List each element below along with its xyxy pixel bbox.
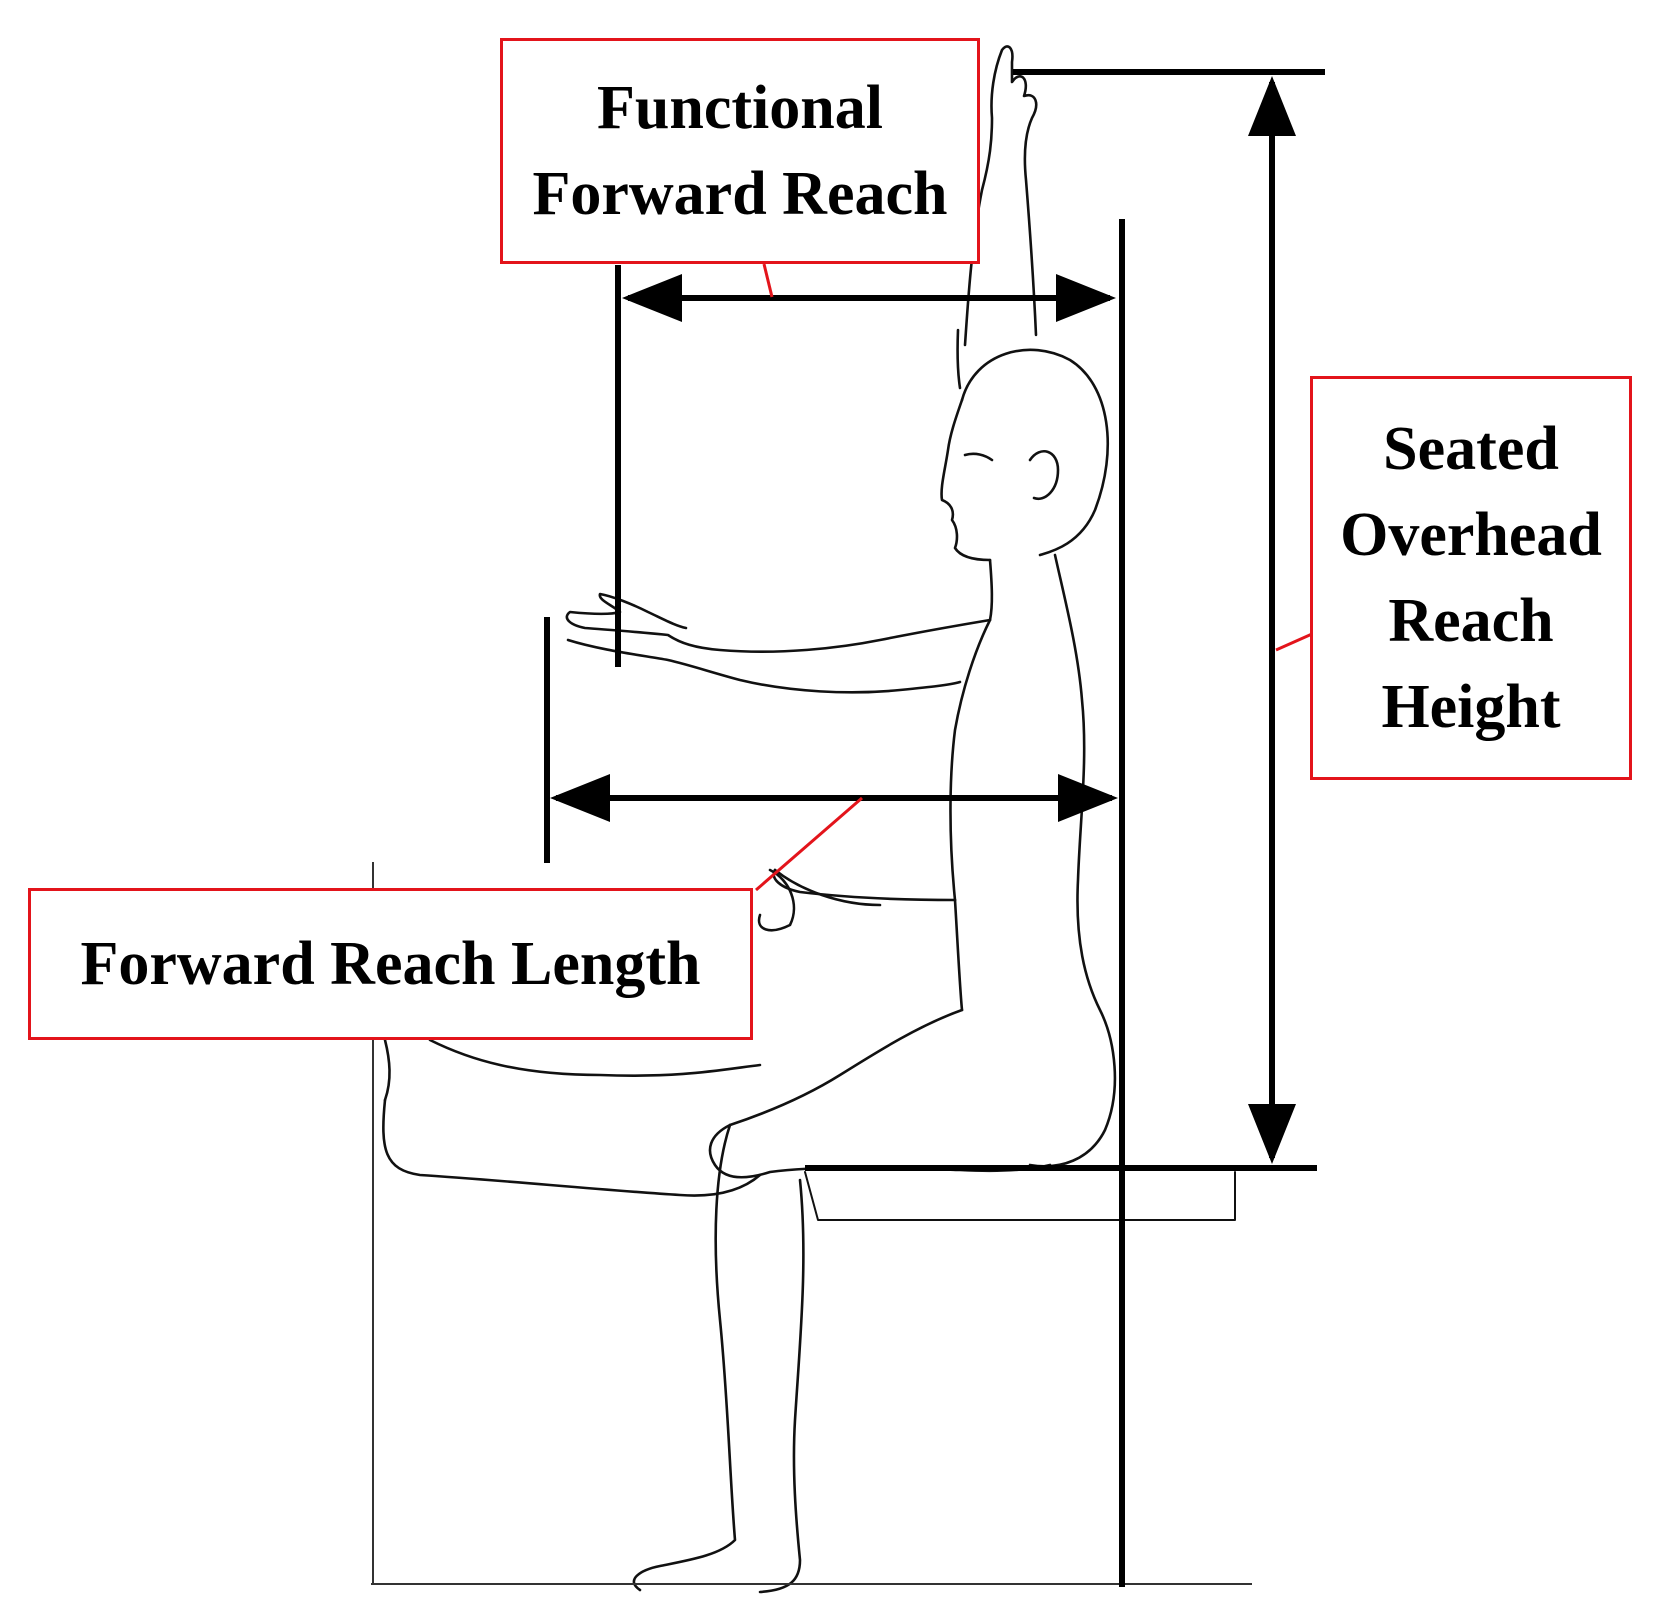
- functional-forward-reach-label: Functional Forward Reach: [500, 38, 980, 264]
- forward-reach-length-line-1: Forward Reach Length: [80, 930, 701, 998]
- seated-person-figure: [382, 45, 1236, 1594]
- leader-lines: [755, 263, 1313, 892]
- functional-forward-reach-line-1: Functional: [597, 74, 883, 142]
- functional-forward-reach-line-2: Forward Reach: [532, 160, 948, 228]
- dimension-lines: [544, 69, 1325, 1587]
- seated-overhead-reach-height-line-2: Overhead: [1340, 501, 1602, 569]
- seated-overhead-reach-height-label: Seated Overhead Reach Height: [1310, 376, 1632, 780]
- seated-overhead-reach-height-line-3: Reach: [1388, 587, 1554, 655]
- seated-overhead-reach-height-line-4: Height: [1381, 673, 1561, 741]
- forward-reach-length-label: Forward Reach Length: [28, 888, 753, 1040]
- seated-overhead-reach-height-line-1: Seated: [1383, 415, 1559, 483]
- dimension-arrows: [550, 76, 1296, 1164]
